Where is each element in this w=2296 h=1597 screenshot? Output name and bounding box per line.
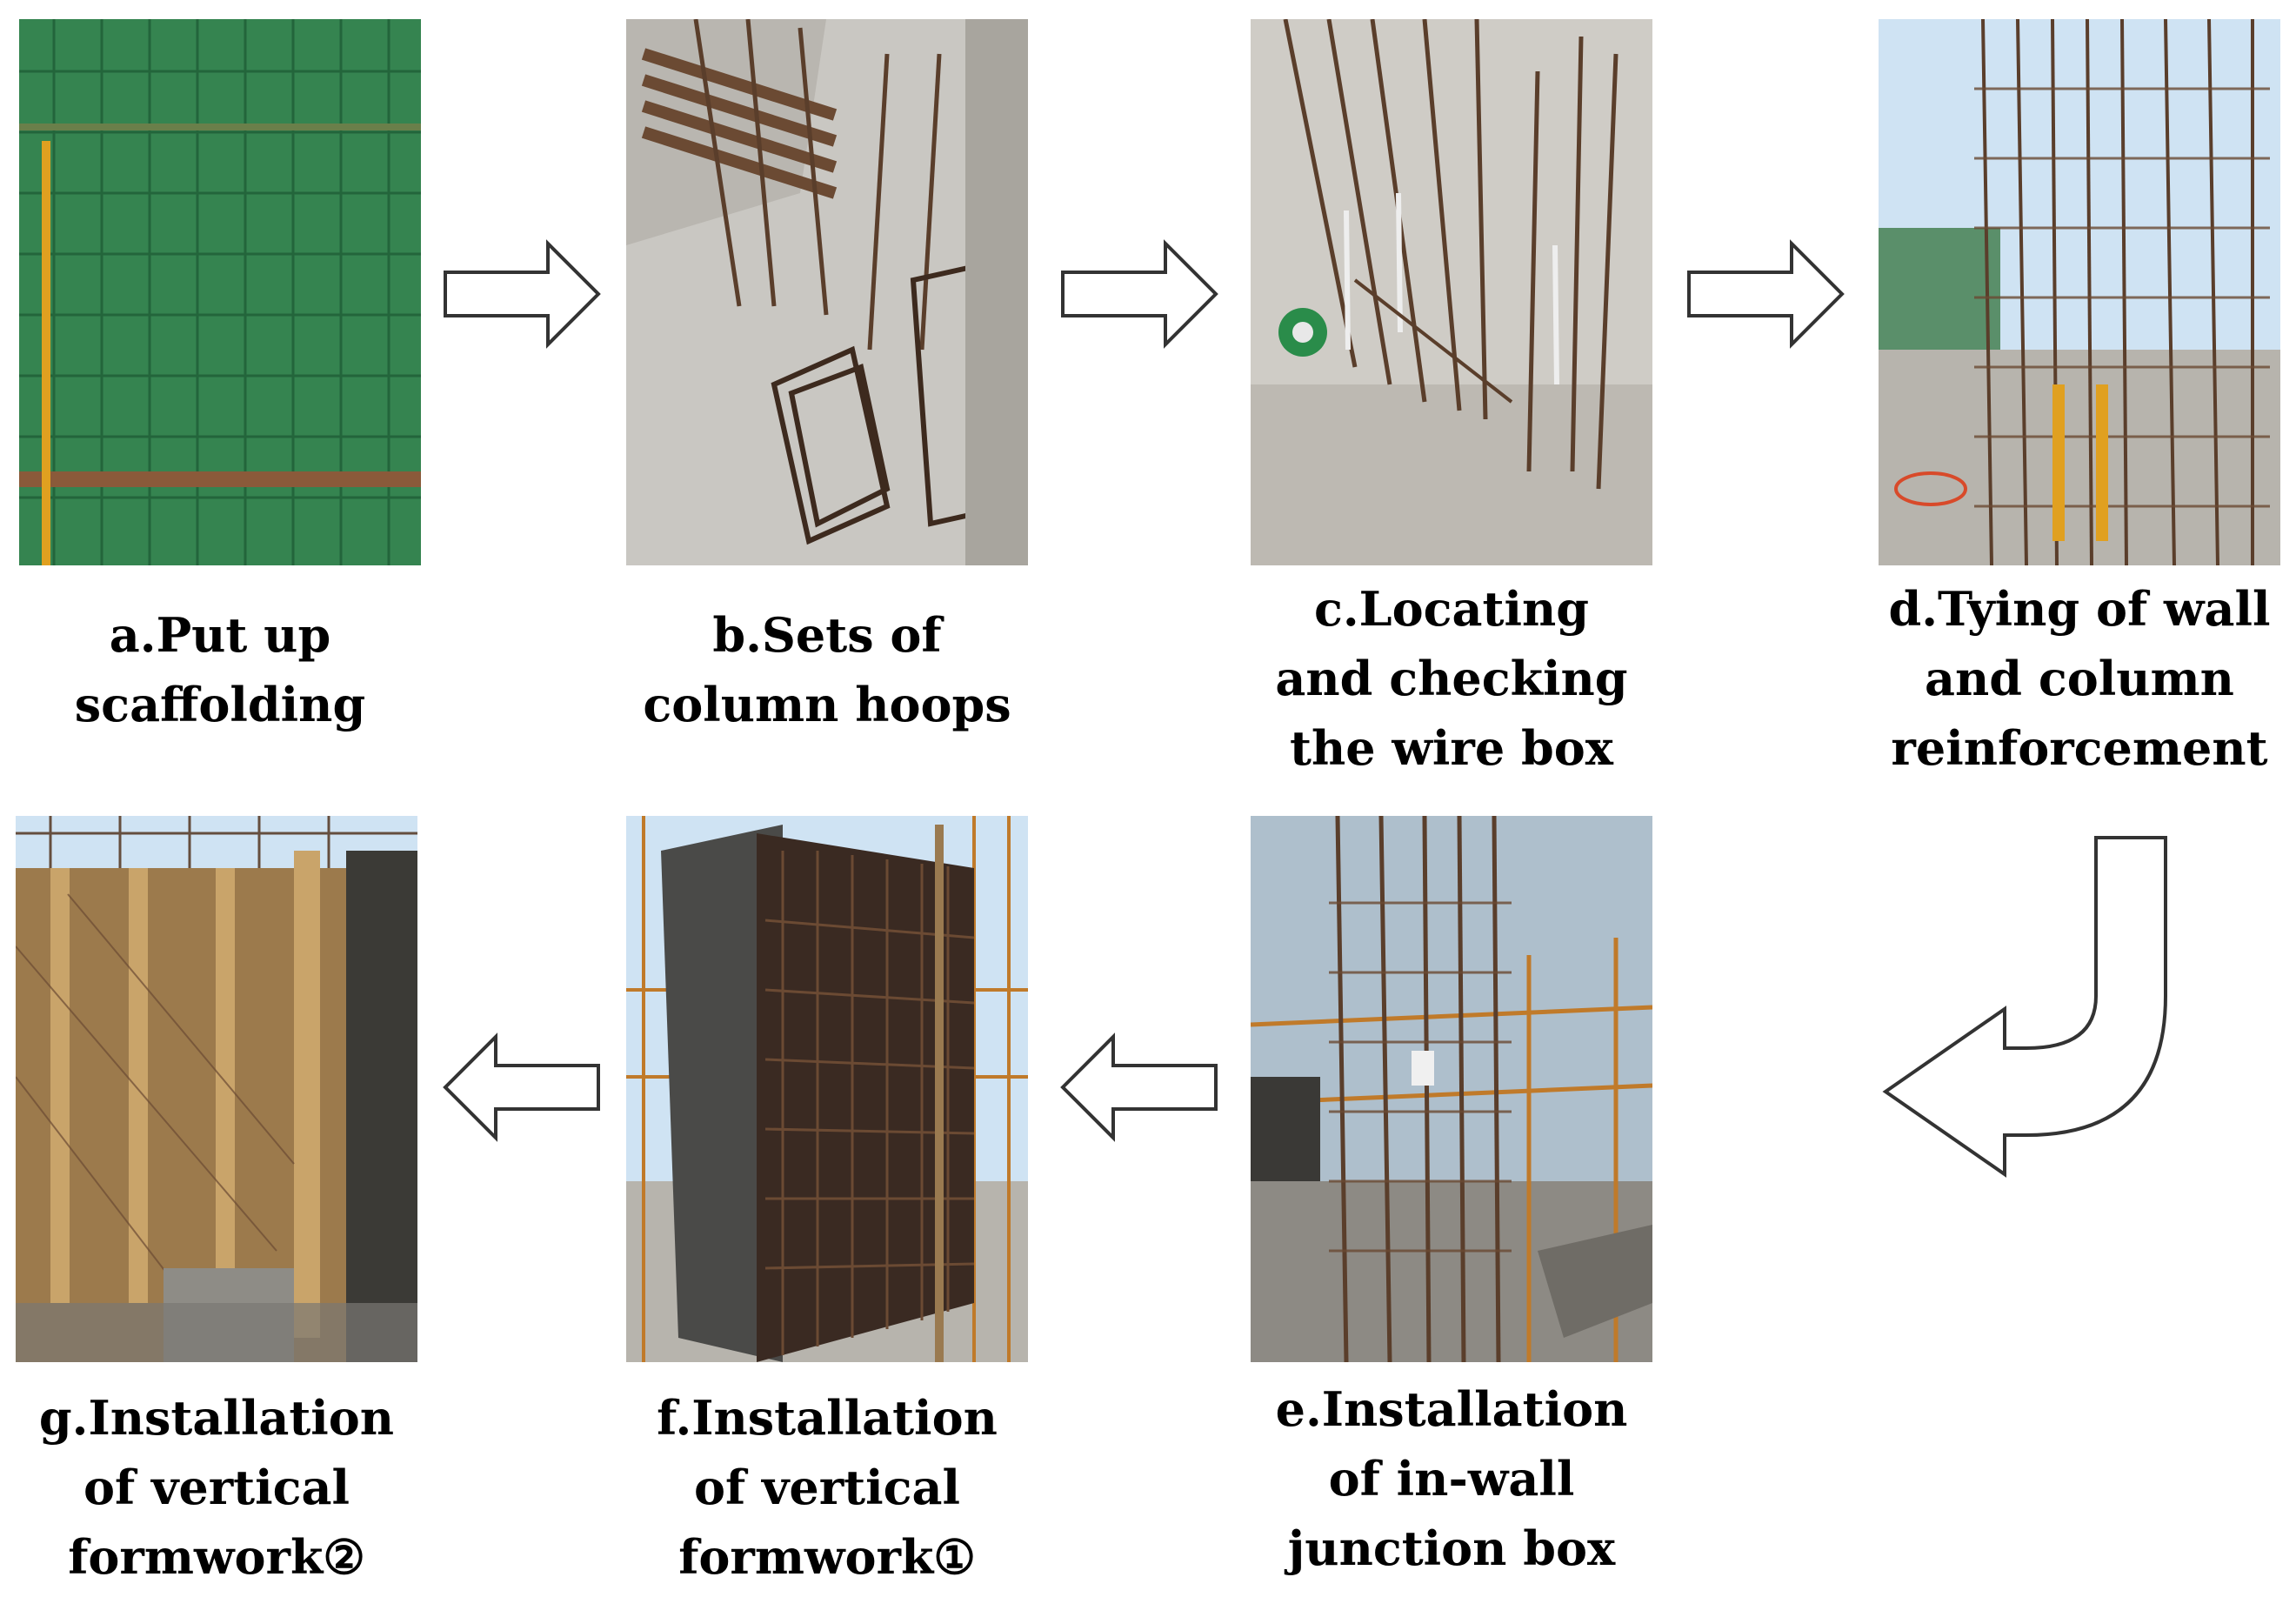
formwork-2-illustration: [16, 816, 417, 1362]
column-hoops-illustration: [626, 19, 1028, 565]
photo-tying-reinforcement: [1879, 19, 2280, 565]
caption-step-f: f.Installation of vertical formwork①: [626, 1383, 1028, 1592]
caption-step-b: b.Sets of column hoops: [626, 600, 1028, 739]
caption-line: of vertical: [83, 1460, 350, 1515]
caption-line: scaffolding: [74, 677, 366, 732]
caption-line: and column: [1925, 651, 2234, 706]
caption-line: of in-wall: [1328, 1451, 1575, 1507]
wire-box-illustration: [1251, 19, 1652, 565]
caption-line: reinforcement: [1891, 720, 2268, 776]
caption-line: g.Installation: [38, 1390, 395, 1446]
photo-put-up-scaffolding: [19, 19, 421, 565]
caption-line: a.Put up: [109, 607, 331, 663]
caption-step-d: d.Tying of wall and column reinforcement: [1879, 574, 2280, 783]
left-arrow-icon: [443, 1032, 600, 1142]
caption-line: column hoops: [643, 677, 1011, 732]
caption-line: e.Installation: [1275, 1381, 1628, 1437]
photo-locating-wire-box: [1251, 19, 1652, 565]
caption-line: f.Installation: [657, 1390, 998, 1446]
caption-line: formwork②: [68, 1529, 365, 1585]
caption-line: of vertical: [693, 1460, 961, 1515]
caption-step-a: a.Put up scaffolding: [19, 600, 421, 739]
photo-installation-junction-box: [1251, 816, 1652, 1362]
arrow-right-b-to-c: [1061, 239, 1218, 349]
junction-box-illustration: [1251, 816, 1652, 1362]
caption-line: the wire box: [1290, 720, 1613, 776]
right-arrow-icon: [1687, 239, 1845, 349]
arrow-left-f-to-g: [443, 1032, 600, 1142]
right-arrow-icon: [1061, 239, 1218, 349]
caption-line: c.Locating: [1313, 581, 1589, 637]
arrow-right-a-to-b: [444, 239, 601, 349]
caption-line: formwork①: [678, 1529, 976, 1585]
scaffolding-illustration: [19, 19, 421, 565]
photo-installation-formwork-1: [626, 816, 1028, 1362]
photo-installation-formwork-2: [16, 816, 417, 1362]
caption-step-g: g.Installation of vertical formwork②: [16, 1383, 417, 1592]
right-arrow-icon: [444, 239, 601, 349]
left-arrow-icon: [1060, 1032, 1218, 1142]
caption-step-e: e.Installation of in-wall junction box: [1251, 1374, 1652, 1583]
arrow-curved-d-to-e: [1879, 831, 2174, 1179]
caption-step-c: c.Locating and checking the wire box: [1251, 574, 1652, 783]
caption-line: junction box: [1287, 1520, 1616, 1576]
arrow-right-c-to-d: [1687, 239, 1845, 349]
arrow-left-e-to-f: [1060, 1032, 1218, 1142]
photo-sets-of-column-hoops: [626, 19, 1028, 565]
curved-arrow-icon: [1882, 836, 2167, 1178]
reinforcement-illustration: [1879, 19, 2280, 565]
caption-line: d.Tying of wall: [1888, 581, 2271, 637]
formwork-1-illustration: [626, 816, 1028, 1362]
caption-line: b.Sets of: [712, 607, 942, 663]
caption-line: and checking: [1275, 651, 1628, 706]
